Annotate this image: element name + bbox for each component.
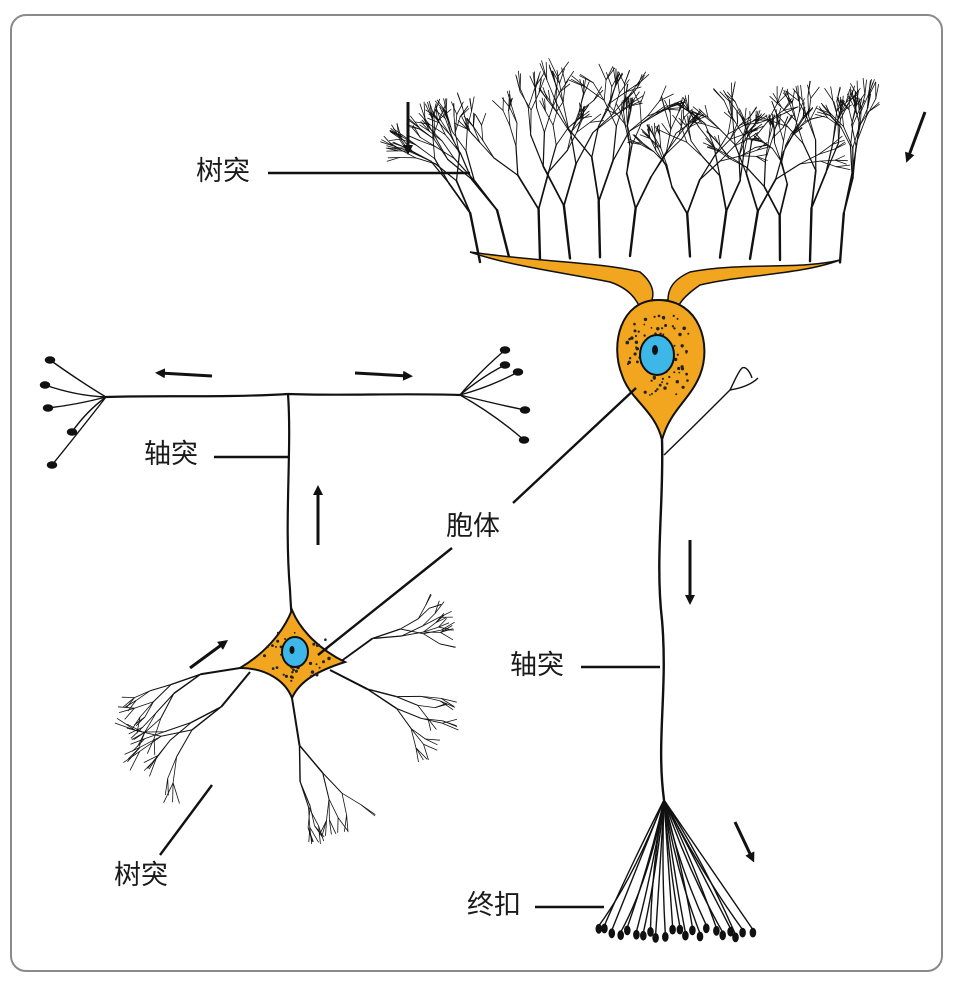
label-dendrite-top: 树突 xyxy=(196,156,250,187)
label-cell-body: 胞体 xyxy=(446,511,500,542)
label-axon-terminal: 终扣 xyxy=(467,890,521,921)
flow-arrows xyxy=(155,102,927,863)
right-axon-collateral xyxy=(663,366,759,456)
arrow-right xyxy=(354,370,413,381)
right-nucleus xyxy=(639,334,675,376)
right-soma xyxy=(616,298,706,441)
label-dendrite-bottom: 树突 xyxy=(114,860,168,891)
leader-dendrite-bottom xyxy=(159,784,213,856)
left-neuron xyxy=(39,346,531,845)
leader-lines xyxy=(159,171,660,909)
left-nucleus xyxy=(281,636,309,668)
diagram-frame xyxy=(10,14,943,972)
axon-terminal-branches xyxy=(595,799,757,943)
label-axon-right: 轴突 xyxy=(510,650,564,681)
leader-soma-right xyxy=(512,387,637,504)
arrow-diag-top xyxy=(905,111,927,163)
label-axon-left: 轴突 xyxy=(144,439,198,470)
leader-soma-left xyxy=(317,547,453,656)
arrow-left xyxy=(155,368,213,379)
right-axon xyxy=(658,439,666,801)
right-proximal-dendrites xyxy=(469,251,841,309)
right-dendritic-tree xyxy=(380,58,880,264)
arrow-into-soma xyxy=(189,640,229,670)
arrow-terminal xyxy=(733,821,755,863)
